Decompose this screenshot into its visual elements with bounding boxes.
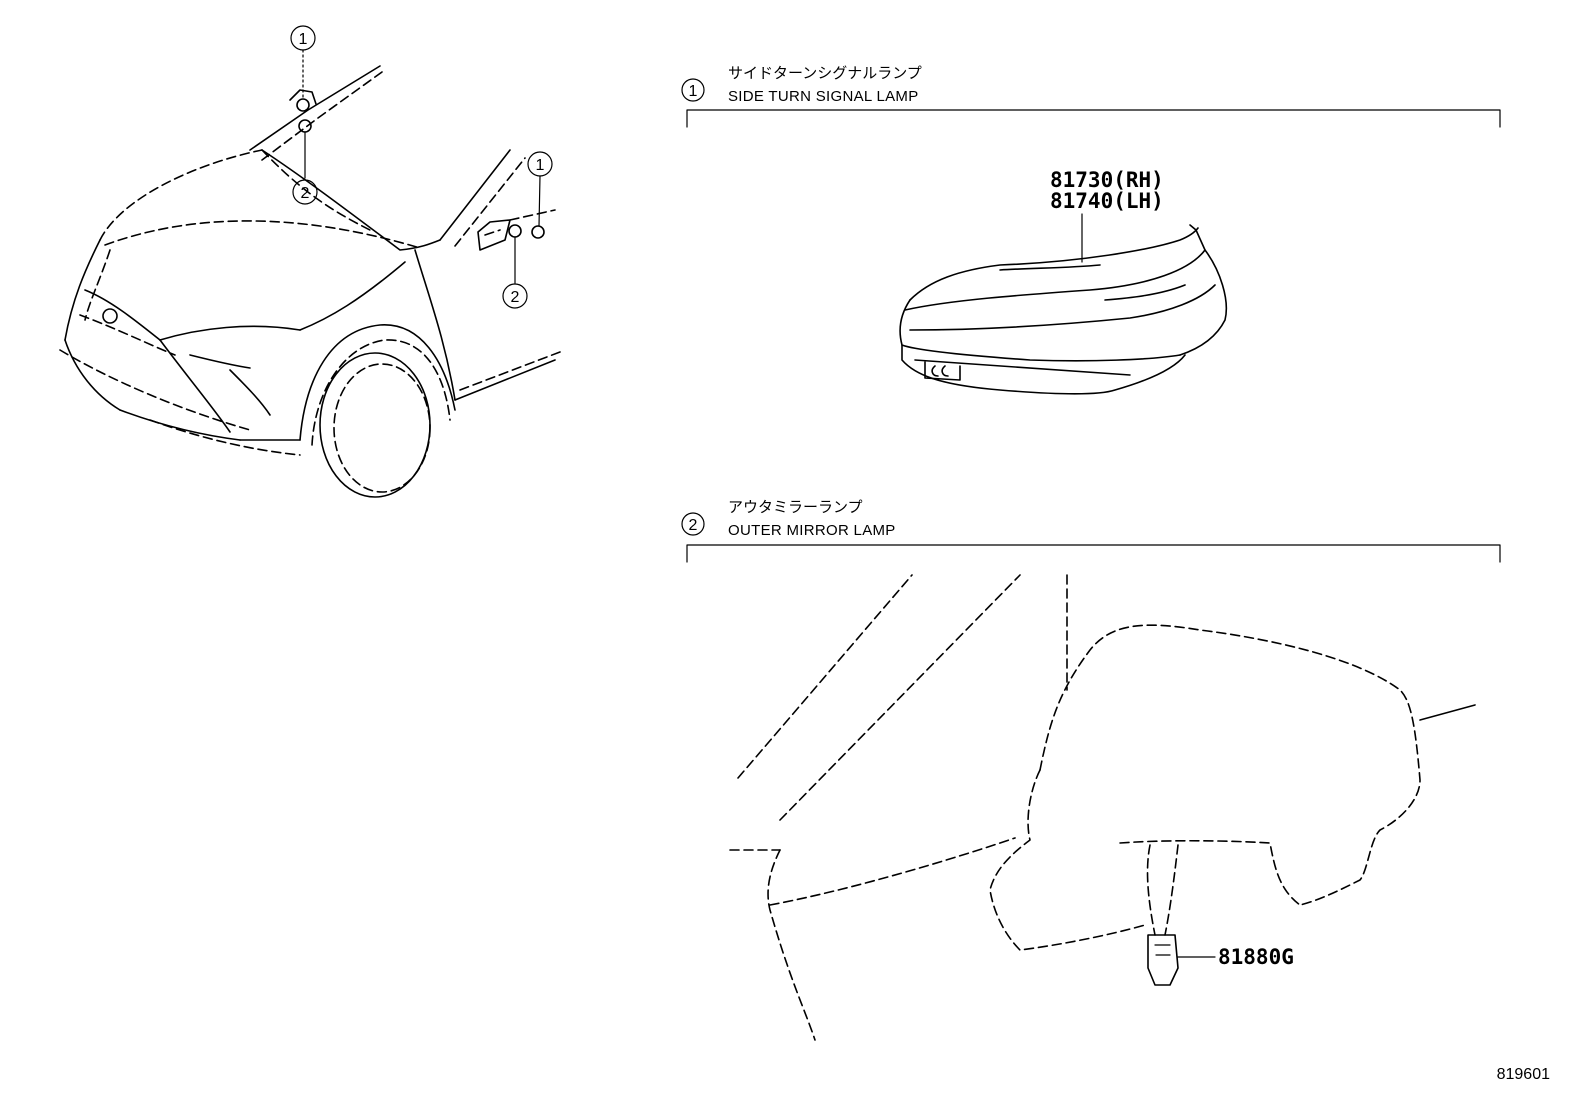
section-2-number-circle <box>681 512 705 536</box>
section-1-number: 1 <box>689 83 698 100</box>
callout-2-side-label: 2 <box>511 289 520 306</box>
outer-mirror-drawing <box>729 574 1476 1041</box>
lamp-location-marker <box>296 98 310 112</box>
figure-id: 819601 <box>1497 1066 1550 1083</box>
turn-signal-lamp-drawing <box>899 224 1228 395</box>
lamp-location-marker <box>508 224 522 238</box>
part-number-81740: 81740(LH) <box>1050 189 1164 213</box>
section-1-bracket <box>686 109 1501 128</box>
callout-2-top-label: 2 <box>301 185 310 202</box>
callout-1-top-label: 1 <box>299 31 308 48</box>
part-number-81730: 81730(RH) <box>1050 168 1164 192</box>
callout-1-side-label: 1 <box>536 157 545 174</box>
overview-callouts: 1 2 1 2 <box>290 25 553 309</box>
part-number-81880g: 81880G <box>1218 945 1294 969</box>
section-1-title-jp: サイドターンシグナルランプ <box>728 64 922 82</box>
section-side-turn-signal: 1 サイドターンシグナルランプ SIDE TURN SIGNAL LAMP 81… <box>681 64 1501 395</box>
car-overview-illustration <box>59 65 561 498</box>
section-2-number: 2 <box>689 517 698 534</box>
section-2-bracket <box>686 544 1501 563</box>
section-outer-mirror-lamp: 2 アウタミラーランプ OUTER MIRROR LAMP 81880G <box>681 498 1501 1041</box>
lamp-location-marker <box>298 119 312 133</box>
section-1-number-circle <box>681 78 705 102</box>
section-1-title-en: SIDE TURN SIGNAL LAMP <box>728 88 919 105</box>
bulb-icon <box>1147 934 1179 986</box>
callout-circle-2-top <box>292 179 318 205</box>
section-2-title-jp: アウタミラーランプ <box>728 498 863 516</box>
lamp-location-marker <box>531 225 545 239</box>
section-2-title-en: OUTER MIRROR LAMP <box>728 522 896 539</box>
callout-circle-2-side <box>502 283 528 309</box>
